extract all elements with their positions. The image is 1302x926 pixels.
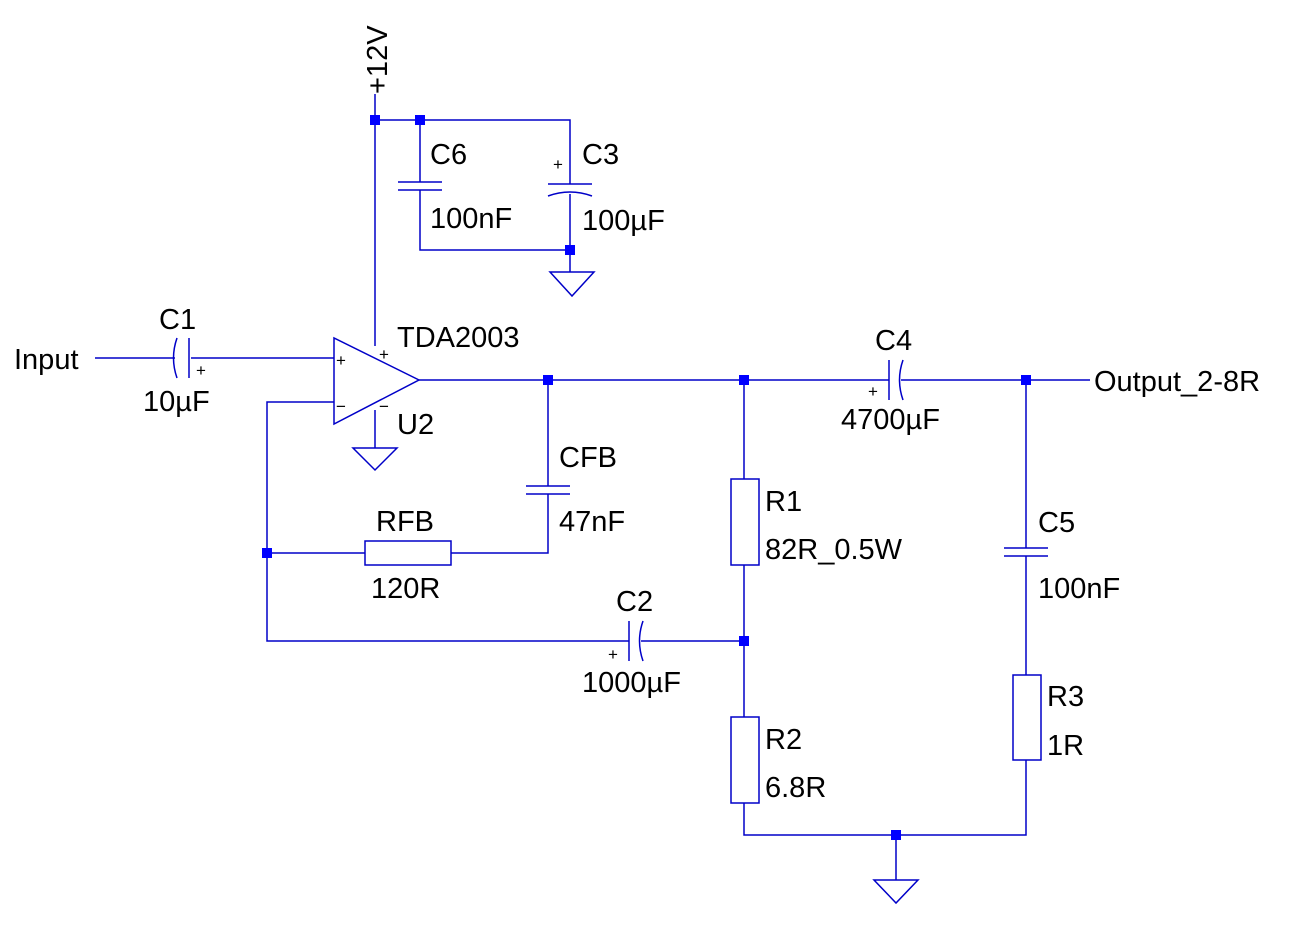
wire-r2-bottom (743, 760, 1027, 836)
wire-supply-top (375, 119, 571, 184)
r1-ref-label: R1 (765, 486, 802, 518)
c3-value-label: 100µF (582, 205, 665, 237)
resistor-rfb (364, 540, 452, 566)
rfb-ref-label: RFB (376, 506, 434, 538)
junction-nodes (262, 115, 1031, 840)
resistor-r3 (1012, 674, 1042, 761)
c6-value-label: 100nF (430, 203, 512, 235)
c6-ref-label: C6 (430, 139, 467, 171)
cfb-ref-label: CFB (559, 442, 617, 474)
c4-value-label: 4700µF (841, 404, 940, 436)
junction-node (739, 375, 749, 385)
capacitor-c1 (172, 337, 190, 379)
junction-node (891, 830, 901, 840)
r2-ref-label: R2 (765, 724, 802, 756)
junction-node (370, 115, 380, 125)
c1-value-label: 10µF (143, 386, 210, 418)
r2-value-label: 6.8R (765, 772, 826, 804)
r1-value-label: 82R_0.5W (765, 534, 903, 566)
c5-ref-label: C5 (1038, 507, 1075, 539)
ground-symbol-amp (351, 447, 399, 472)
amp-inverting-sign: − (336, 397, 346, 416)
capacitor-c3 (547, 183, 593, 197)
net-label-supply: +12V (362, 25, 394, 94)
c2-ref-label: C2 (616, 586, 653, 618)
capacitor-c2 (628, 620, 644, 662)
rfb-value-label: 120R (371, 573, 440, 605)
capacitor-c6 (398, 181, 442, 191)
amplifier-part-label: TDA2003 (397, 322, 520, 354)
c2-value-label: 1000µF (582, 667, 681, 699)
ground-symbol-decoupling (548, 271, 596, 298)
junction-node (262, 548, 272, 558)
c1-polarity-sign: + (196, 361, 206, 380)
capacitor-c4 (888, 359, 904, 401)
net-label-output: Output_2-8R (1094, 366, 1260, 398)
c4-ref-label: C4 (875, 325, 912, 357)
resistor-r1 (730, 478, 760, 566)
ground-symbol-output (872, 879, 920, 905)
amplifier-triangle (333, 336, 421, 426)
wire-c6-bottom (419, 190, 570, 251)
junction-node (415, 115, 425, 125)
amp-supply-pin-sign: + (379, 345, 389, 364)
wire-inverting-input (266, 401, 629, 642)
net-label-input: Input (14, 344, 79, 376)
amp-noninverting-sign: + (336, 351, 346, 370)
c3-ref-label: C3 (582, 139, 619, 171)
c3-polarity-sign: + (553, 155, 563, 174)
c2-polarity-sign: + (608, 645, 618, 664)
junction-node (1021, 375, 1031, 385)
c4-polarity-sign: + (868, 382, 878, 401)
junction-node (739, 636, 749, 646)
c5-value-label: 100nF (1038, 573, 1120, 605)
cfb-value-label: 47nF (559, 506, 625, 538)
capacitor-cfb (526, 485, 570, 495)
r3-ref-label: R3 (1047, 681, 1084, 713)
capacitor-c5 (1004, 547, 1048, 557)
c1-ref-label: C1 (159, 304, 196, 336)
wire-rfb-right (451, 494, 549, 554)
amplifier-ref-label: U2 (397, 409, 434, 441)
r3-value-label: 1R (1047, 730, 1084, 762)
junction-node (565, 245, 575, 255)
junction-node (543, 375, 553, 385)
amp-ground-pin-sign: − (379, 397, 389, 416)
wires (95, 94, 1090, 880)
resistor-r2 (730, 716, 760, 804)
